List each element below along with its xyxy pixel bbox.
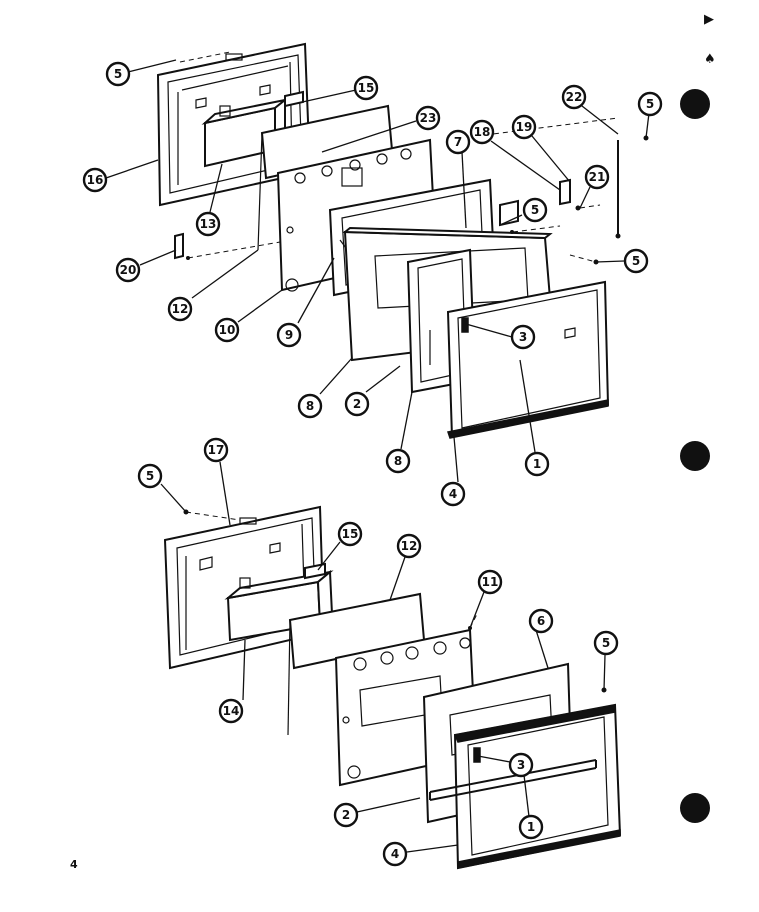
svg-text:4: 4: [449, 487, 457, 501]
svg-text:3: 3: [517, 758, 525, 772]
upper-front-door: [446, 280, 610, 439]
callout-18: 18: [469, 119, 495, 145]
svg-text:2: 2: [353, 397, 361, 411]
callout-5: 5: [623, 248, 649, 274]
callouts-lower: 17 5 15 12 11 6 5 14 3 2 1 4: [137, 437, 619, 867]
callout-20: 20: [115, 257, 141, 283]
callout-21: 21: [584, 164, 610, 190]
svg-text:10: 10: [219, 323, 236, 337]
callout-12: 12: [396, 533, 422, 559]
upper-insulation-box: [201, 97, 286, 168]
callout-19: 19: [511, 114, 537, 140]
callout-12: 12: [167, 296, 193, 322]
callout-1: 1: [518, 814, 544, 840]
callout-11: 11: [477, 569, 503, 595]
callout-5: 5: [522, 197, 548, 223]
svg-text:20: 20: [120, 263, 137, 277]
callout-5: 5: [105, 61, 131, 87]
svg-text:19: 19: [516, 120, 533, 134]
callout-2: 2: [333, 802, 359, 828]
callout-14: 14: [218, 698, 244, 724]
callout-1: 1: [524, 451, 550, 477]
punch-hole-middle: [680, 441, 710, 471]
svg-text:5: 5: [602, 636, 610, 650]
callout-5: 5: [637, 91, 663, 117]
callout-22: 22: [561, 84, 587, 110]
svg-text:2: 2: [342, 808, 350, 822]
svg-text:21: 21: [589, 170, 606, 184]
upper-alignment-lines: [179, 51, 619, 263]
svg-text:14: 14: [223, 704, 240, 718]
callout-4: 4: [440, 481, 466, 507]
binder-holes: [680, 89, 710, 823]
callout-5: 5: [137, 463, 163, 489]
svg-text:15: 15: [358, 81, 375, 95]
svg-text:8: 8: [306, 399, 314, 413]
svg-text:23: 23: [420, 111, 437, 125]
svg-text:11: 11: [482, 575, 499, 589]
svg-text:15: 15: [342, 527, 359, 541]
lower-front-door: [429, 703, 622, 870]
svg-text:12: 12: [172, 302, 189, 316]
svg-text:5: 5: [646, 97, 654, 111]
callout-7: 7: [445, 129, 471, 155]
callout-23: 23: [415, 105, 441, 131]
svg-text:6: 6: [537, 614, 545, 628]
svg-text:7: 7: [454, 135, 462, 149]
leader-lines: [105, 59, 650, 853]
svg-text:18: 18: [474, 125, 491, 139]
svg-text:22: 22: [566, 90, 583, 104]
lower-door-assembly: [163, 505, 622, 870]
callout-10: 10: [214, 317, 240, 343]
punch-hole-bottom: [680, 793, 710, 823]
svg-text:4: 4: [391, 847, 399, 861]
upper-door-assembly: [156, 42, 649, 439]
svg-text:13: 13: [200, 217, 217, 231]
svg-text:12: 12: [401, 539, 418, 553]
callout-8: 8: [297, 393, 323, 419]
svg-text:1: 1: [533, 457, 541, 471]
svg-text:8: 8: [394, 454, 402, 468]
svg-text:16: 16: [87, 173, 104, 187]
svg-text:5: 5: [632, 254, 640, 268]
svg-text:17: 17: [208, 443, 225, 457]
callout-8: 8: [385, 448, 411, 474]
callout-16: 16: [82, 167, 108, 193]
svg-text:5: 5: [114, 67, 122, 81]
callout-5: 5: [593, 630, 619, 656]
svg-text:5: 5: [531, 203, 539, 217]
callout-17: 17: [203, 437, 229, 463]
svg-text:9: 9: [285, 328, 293, 342]
svg-text:1: 1: [527, 820, 535, 834]
svg-text:3: 3: [519, 330, 527, 344]
callout-6: 6: [528, 608, 554, 634]
corner-arrow-mark: ▶: [704, 12, 714, 27]
callout-15: 15: [353, 75, 379, 101]
callout-4: 4: [382, 841, 408, 867]
callout-9: 9: [276, 322, 302, 348]
callouts-upper: 5 15 23 16 13 7 18 19 22 5 21 5 5 20 12 …: [82, 61, 663, 507]
page-number: 4: [70, 858, 78, 871]
callout-13: 13: [195, 211, 221, 237]
callout-15: 15: [337, 521, 363, 547]
callout-2: 2: [344, 391, 370, 417]
upper-hardware: [174, 135, 649, 265]
callout-3: 3: [510, 324, 536, 350]
callout-3: 3: [508, 752, 534, 778]
punch-hole-top: [680, 89, 710, 119]
corner-spade-mark: ♠: [704, 52, 716, 67]
svg-text:5: 5: [146, 469, 154, 483]
